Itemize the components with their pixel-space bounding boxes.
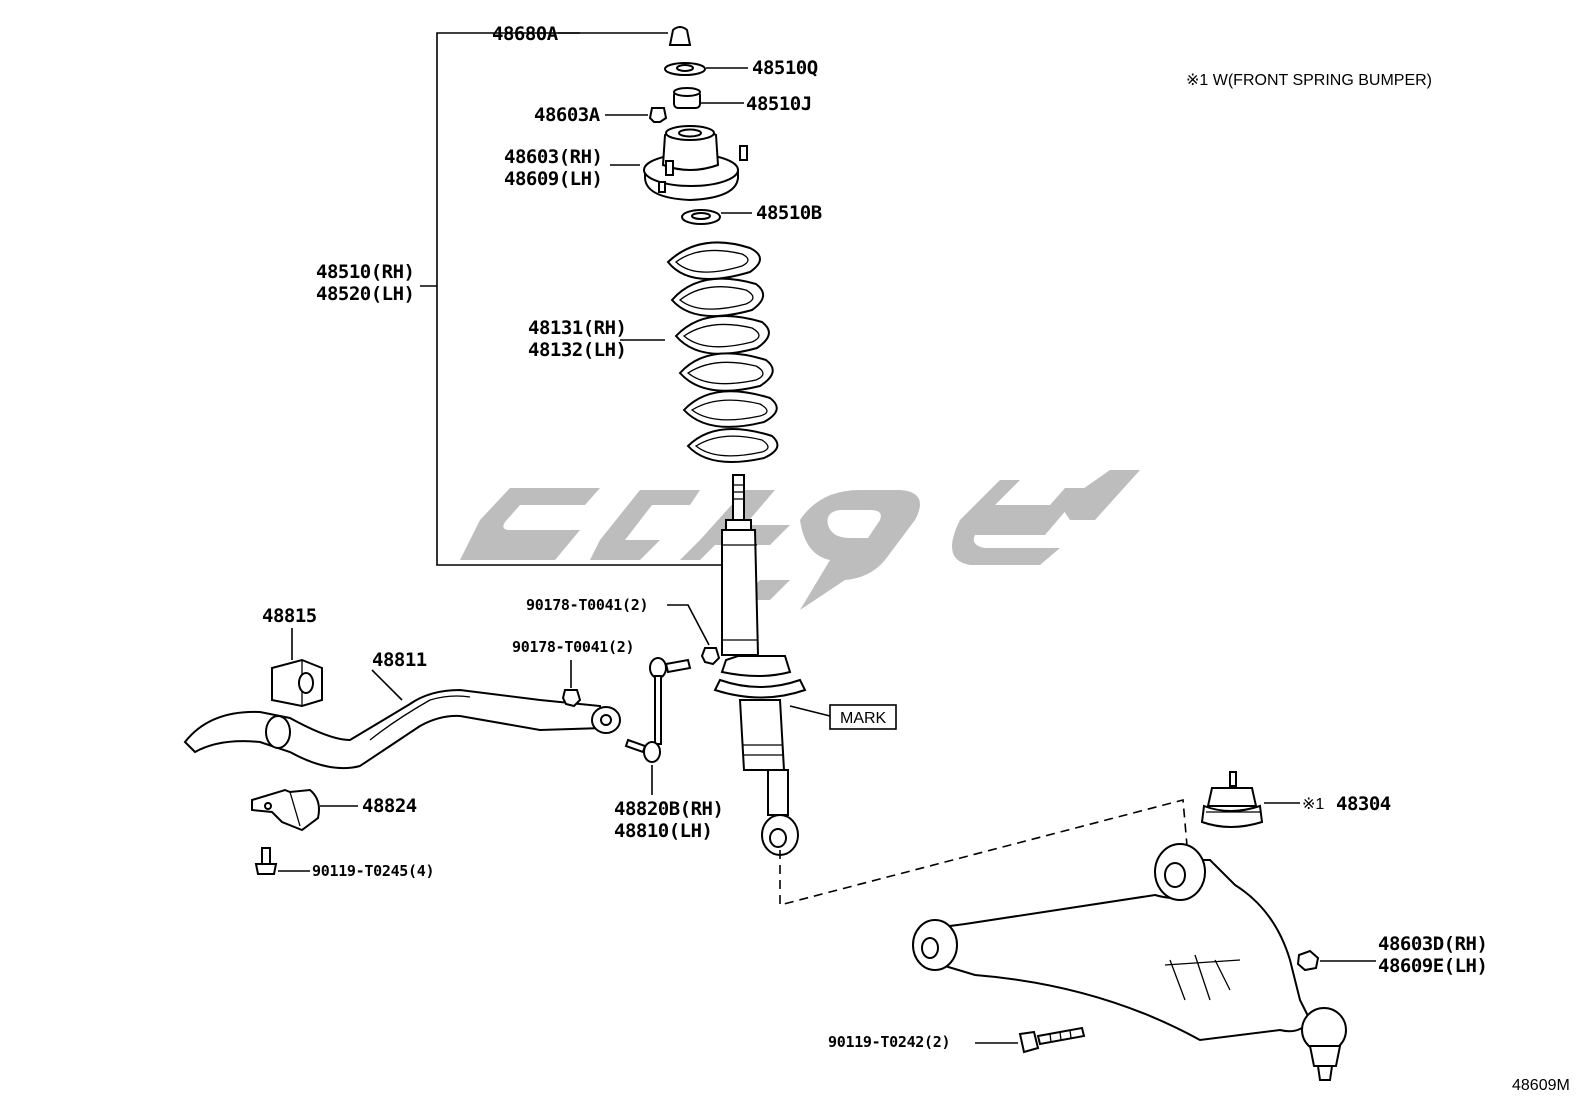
label-48304: 48304	[1336, 793, 1391, 815]
nut-90178-a	[667, 604, 721, 666]
watermark-logo	[460, 470, 1140, 610]
label-90119-T0245: 90119-T0245(4)	[312, 862, 434, 880]
label-90119-T0242: 90119-T0242(2)	[828, 1033, 950, 1051]
label-48510J: 48510J	[746, 93, 812, 115]
footnote: ※1 W(FRONT SPRING BUMPER)	[1186, 72, 1432, 89]
label-48603D-rh: 48603D(RH)	[1378, 933, 1487, 955]
dashed-reference	[779, 798, 1191, 907]
label-mark: MARK	[840, 710, 887, 727]
label-48603A: 48603A	[534, 104, 601, 126]
label-90178-b: 90178-T0041(2)	[512, 638, 634, 656]
bump-stopper-48304	[1200, 771, 1300, 828]
bolt-90119-T0242	[975, 1026, 1086, 1054]
bolt-90119-T0245	[254, 847, 310, 875]
label-48132-lh: 48132(LH)	[528, 339, 626, 361]
stabilizer-link-48820B	[624, 657, 692, 795]
label-48520-lh: 48520(LH)	[316, 283, 414, 305]
label-48609E-lh: 48609E(LH)	[1378, 955, 1487, 977]
top-nut-48680A	[558, 26, 692, 46]
nut-48603D	[1296, 949, 1376, 972]
upper-support-48603	[610, 125, 748, 202]
label-48510-rh: 48510(RH)	[316, 261, 414, 283]
lower-control-arm	[912, 843, 1347, 1081]
label-48609-lh: 48609(LH)	[504, 168, 602, 190]
label-48824: 48824	[362, 795, 417, 817]
label-48304-symbol: ※1	[1302, 796, 1324, 813]
label-48820B-rh: 48820B(RH)	[614, 798, 723, 820]
label-48811: 48811	[372, 649, 427, 671]
strut-assembly-bracket	[420, 32, 735, 566]
label-48815: 48815	[262, 605, 317, 627]
washer-48510Q	[664, 62, 748, 76]
nut-48603A	[605, 107, 668, 123]
bracket-48824	[251, 788, 358, 832]
cushion-48510J	[673, 87, 744, 109]
mark-callout	[829, 704, 897, 730]
label-48131-rh: 48131(RH)	[528, 317, 626, 339]
nut-90178-b	[561, 660, 582, 708]
label-48810-lh: 48810(LH)	[614, 820, 712, 842]
label-48680A: 48680A	[492, 23, 559, 45]
label-90178-a: 90178-T0041(2)	[526, 596, 648, 614]
bearing-48510B	[681, 209, 752, 225]
stabilizer-bar-48811	[183, 669, 621, 770]
label-48603-rh: 48603(RH)	[504, 146, 602, 168]
label-48510Q: 48510Q	[752, 57, 818, 79]
label-48510B: 48510B	[756, 202, 822, 224]
bushing-48815	[271, 628, 323, 708]
coil-spring-48131	[620, 241, 779, 463]
diagram-id: 48609M	[1512, 1077, 1570, 1094]
shock-absorber	[713, 474, 831, 856]
